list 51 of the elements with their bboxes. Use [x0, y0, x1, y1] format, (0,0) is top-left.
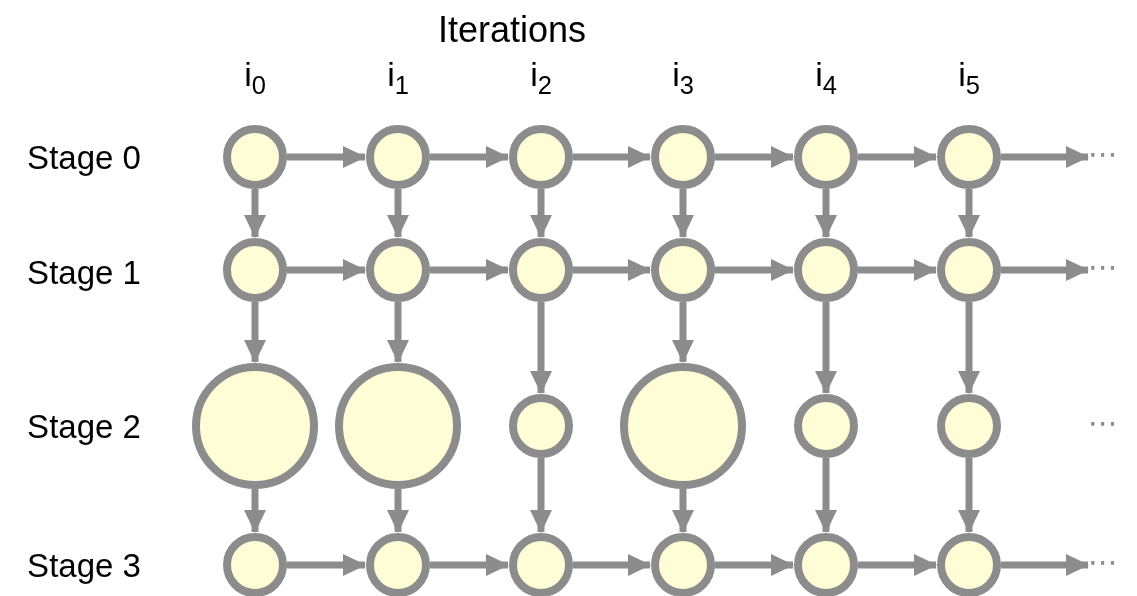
- arrow: [387, 189, 409, 238]
- stage-label: Stage 3: [27, 548, 141, 582]
- arrow: [815, 189, 837, 238]
- ellipsis: ⋯: [1088, 408, 1118, 438]
- arrow: [387, 302, 409, 363]
- iteration-label: i$_{4}$: [815, 57, 837, 99]
- arrow: [430, 259, 509, 281]
- stage-label: Stage 1: [27, 255, 141, 289]
- arrow: [244, 189, 266, 238]
- arrow: [958, 189, 980, 238]
- arrow: [530, 189, 552, 238]
- iteration-label: i$_{1}$: [387, 57, 409, 99]
- arrow: [1001, 146, 1089, 168]
- arrow: [815, 458, 837, 533]
- ellipsis: ⋯: [1088, 252, 1118, 282]
- arrow: [958, 458, 980, 533]
- arrow: [244, 489, 266, 533]
- arrow: [958, 302, 980, 394]
- arrow: [715, 146, 794, 168]
- iteration-label: i$_{5}$: [958, 57, 980, 99]
- arrow: [815, 302, 837, 394]
- arrow: [387, 489, 409, 533]
- arrow: [858, 554, 937, 576]
- stage-label: Stage 0: [27, 140, 141, 174]
- iteration-label: i$_{2}$: [530, 57, 552, 99]
- stage-label: Stage 2: [27, 409, 141, 443]
- arrow: [858, 259, 937, 281]
- arrow: [672, 189, 694, 238]
- arrow: [1001, 259, 1089, 281]
- arrow: [287, 554, 366, 576]
- ellipsis: ⋯: [1088, 547, 1118, 577]
- arrow: [573, 554, 651, 576]
- arrow: [672, 489, 694, 533]
- arrow: [1001, 554, 1089, 576]
- arrow: [287, 146, 366, 168]
- iteration-label: i$_{0}$: [244, 57, 266, 99]
- arrow: [858, 146, 937, 168]
- arrow: [672, 302, 694, 363]
- arrow: [715, 259, 794, 281]
- arrow: [573, 259, 651, 281]
- arrow: [430, 146, 509, 168]
- arrow: [430, 554, 509, 576]
- arrow: [573, 146, 651, 168]
- iteration-label: i$_{3}$: [672, 57, 694, 99]
- axis-title: Iterations: [437, 12, 587, 48]
- ellipsis: ⋯: [1088, 139, 1118, 169]
- arrow: [244, 302, 266, 363]
- arrow: [530, 302, 552, 394]
- arrow: [287, 259, 366, 281]
- arrow: [530, 458, 552, 533]
- arrow: [715, 554, 794, 576]
